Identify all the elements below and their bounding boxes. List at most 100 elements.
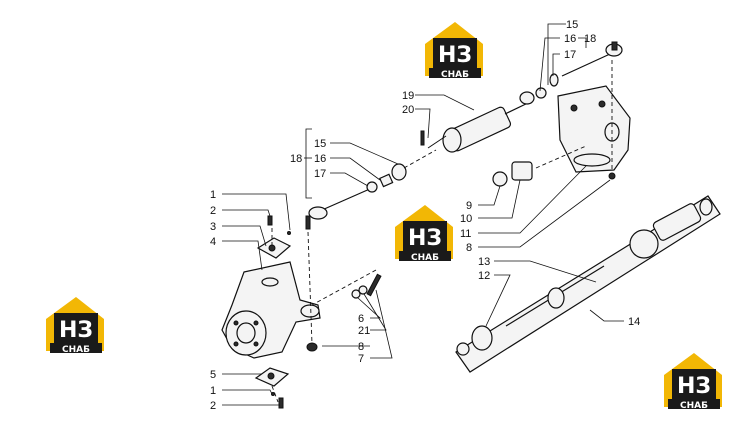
logo-letters: НЗ	[408, 226, 442, 251]
callout-2: 2	[210, 400, 216, 412]
bolt-hole	[233, 320, 239, 326]
bracket-18b	[547, 23, 566, 85]
leader-17b	[552, 53, 560, 76]
callout-2: 2	[210, 205, 216, 217]
dash-line	[307, 231, 313, 345]
callout-12: 12	[478, 270, 490, 282]
washer-upper	[287, 231, 291, 235]
leader-17a	[330, 172, 369, 187]
steering-arm-eye	[300, 304, 320, 318]
tie-rod-end-eye	[308, 206, 328, 220]
cap-screw-upper	[267, 215, 273, 226]
cap-screw-lower	[278, 397, 284, 409]
leader-9	[478, 185, 501, 206]
kingpin-boss-top	[261, 277, 279, 287]
tie-rod-end-left	[305, 163, 407, 230]
lock-washer	[358, 285, 368, 295]
alignment-lines	[271, 60, 613, 403]
bracket-bolt-hole	[598, 100, 606, 108]
grease-fitting	[267, 372, 275, 380]
callout-6: 6	[358, 313, 364, 325]
leader-7	[370, 289, 393, 359]
logo-word: СНАБ	[411, 253, 439, 263]
bracket-18a	[305, 128, 312, 199]
cylinder-barrel-end	[652, 203, 702, 241]
logo-watermark: НЗ СНАБ	[425, 22, 483, 80]
tie-rod-end-shank	[321, 187, 373, 211]
callout-1: 1	[210, 189, 216, 201]
leader-8a	[478, 179, 611, 248]
bolt-hole	[233, 341, 239, 347]
callout-17: 17	[564, 49, 576, 61]
leader-14	[589, 309, 624, 322]
leader-4	[222, 240, 263, 271]
callout-16: 16	[564, 33, 576, 45]
hydraulic-pipe	[420, 130, 425, 146]
callout-15: 15	[314, 138, 326, 150]
tie-rod-clamp-ring	[549, 73, 559, 87]
mounting-bolt	[366, 273, 382, 297]
bracket-lower-boss	[573, 153, 611, 167]
leader-1a	[222, 193, 291, 231]
logo-band	[429, 68, 481, 78]
seal-ring	[456, 342, 470, 356]
callout-5: 5	[210, 369, 216, 381]
tie-rod-joint	[391, 163, 407, 181]
seal-ring	[492, 171, 508, 187]
leader-10	[478, 179, 521, 219]
callout-8: 8	[466, 242, 472, 254]
logo-box	[433, 38, 477, 68]
callout-3: 3	[210, 221, 216, 233]
bushing-set	[492, 161, 533, 187]
tie-rod-end-right	[535, 41, 623, 99]
logo-band	[50, 343, 102, 353]
steering-knuckle-left	[221, 215, 321, 409]
bushing	[511, 161, 533, 181]
rod-clevis	[519, 91, 535, 105]
cylinder-head	[629, 229, 659, 259]
leader-1b	[222, 389, 273, 395]
leader-16a	[330, 157, 381, 181]
lock-nut	[306, 342, 318, 352]
leader-6	[357, 297, 382, 319]
leader-20	[415, 108, 431, 139]
steering-cylinder-upper	[420, 91, 535, 153]
bracket-nut	[608, 172, 616, 180]
logo-watermark: НЗ СНАБ	[395, 205, 453, 263]
mounting-hardware-left	[306, 273, 382, 352]
logo-box	[403, 221, 447, 251]
callout-15: 15	[566, 19, 578, 31]
logo-band	[399, 251, 451, 261]
leader-11	[478, 165, 587, 234]
callout-18: 18	[290, 153, 302, 165]
cylinder-end-cap	[442, 127, 462, 153]
callout-13: 13	[478, 256, 490, 268]
logo-letters: НЗ	[438, 43, 472, 68]
piston	[547, 287, 565, 309]
logo-box	[672, 369, 716, 399]
dash-line	[271, 385, 279, 403]
callout-4: 4	[210, 236, 216, 248]
callout-14: 14	[628, 316, 640, 328]
callout-11: 11	[460, 228, 471, 240]
callout-7: 7	[358, 353, 364, 365]
clamp-nut	[366, 181, 378, 193]
leader-15b	[539, 37, 560, 92]
washer	[351, 289, 361, 299]
leader-12	[485, 274, 511, 327]
axle-bracket-right	[557, 85, 631, 180]
tie-rod-ball-stud	[305, 215, 311, 230]
leader-lines	[222, 23, 624, 406]
leader-13	[494, 260, 597, 283]
steering-cylinder-lower	[455, 195, 721, 373]
leader-19	[415, 94, 475, 111]
logo-word: СНАБ	[441, 70, 469, 80]
leader-21	[363, 293, 387, 331]
end-seal	[699, 198, 713, 216]
callout-numbers: 1 2 3 4 5 1 2 15 16 17 18 19 20 15 16 17…	[210, 19, 640, 412]
knuckle-hub-bore	[236, 322, 256, 344]
callout-1: 1	[210, 385, 216, 397]
callout-8: 8	[358, 341, 364, 353]
logo-letters: НЗ	[677, 374, 711, 399]
